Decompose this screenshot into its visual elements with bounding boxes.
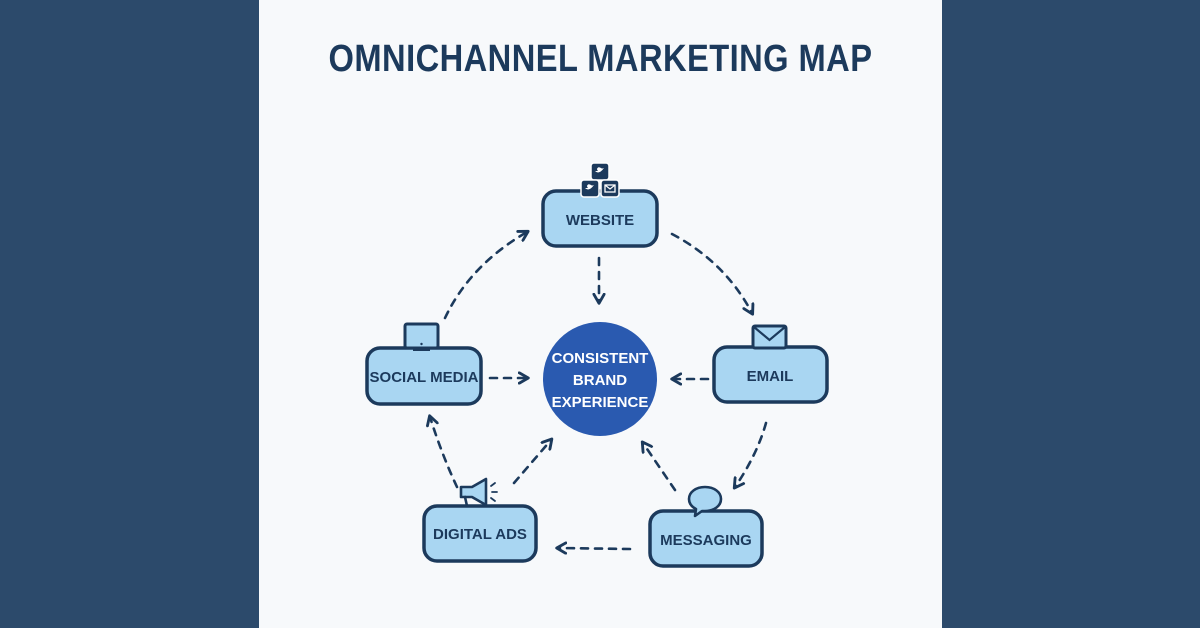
page-title: OMNICHANNEL MARKETING MAP — [328, 38, 873, 80]
megaphone-icon — [459, 477, 498, 508]
content-panel — [259, 0, 942, 628]
center-line-1: CONSISTENT — [552, 350, 649, 367]
node-messaging[interactable]: MESSAGING — [648, 485, 764, 568]
social-icons-cluster-icon — [580, 162, 620, 198]
node-website-label: WEBSITE — [566, 212, 634, 229]
node-messaging-label: MESSAGING — [660, 532, 752, 549]
node-social-media[interactable]: SOCIAL MEDIA — [365, 322, 483, 406]
center-line-2: BRAND — [573, 372, 627, 389]
edge-digital-ads-to-social — [430, 417, 459, 489]
monitor-icon — [403, 322, 440, 351]
edge-social-to-website — [443, 232, 527, 320]
node-digital-ads-label: DIGITAL ADS — [433, 526, 527, 543]
edge-website-to-email — [670, 232, 752, 313]
node-social-media-label: SOCIAL MEDIA — [370, 369, 479, 386]
envelope-icon — [751, 324, 788, 350]
chat-bubble-icon — [687, 485, 723, 518]
edge-messaging-to-digital-ads — [558, 548, 632, 549]
node-email-label: EMAIL — [747, 368, 794, 385]
edge-email-to-messaging — [735, 421, 768, 487]
node-digital-ads[interactable]: DIGITAL ADS — [422, 477, 538, 563]
edge-digital-ads-to-center — [512, 440, 551, 485]
center-node: CONSISTENT BRAND EXPERIENCE — [543, 322, 657, 436]
edge-messaging-to-center — [643, 443, 677, 492]
center-line-3: EXPERIENCE — [552, 394, 649, 411]
node-email[interactable]: EMAIL — [712, 324, 829, 404]
node-website[interactable]: WEBSITE — [541, 162, 659, 248]
